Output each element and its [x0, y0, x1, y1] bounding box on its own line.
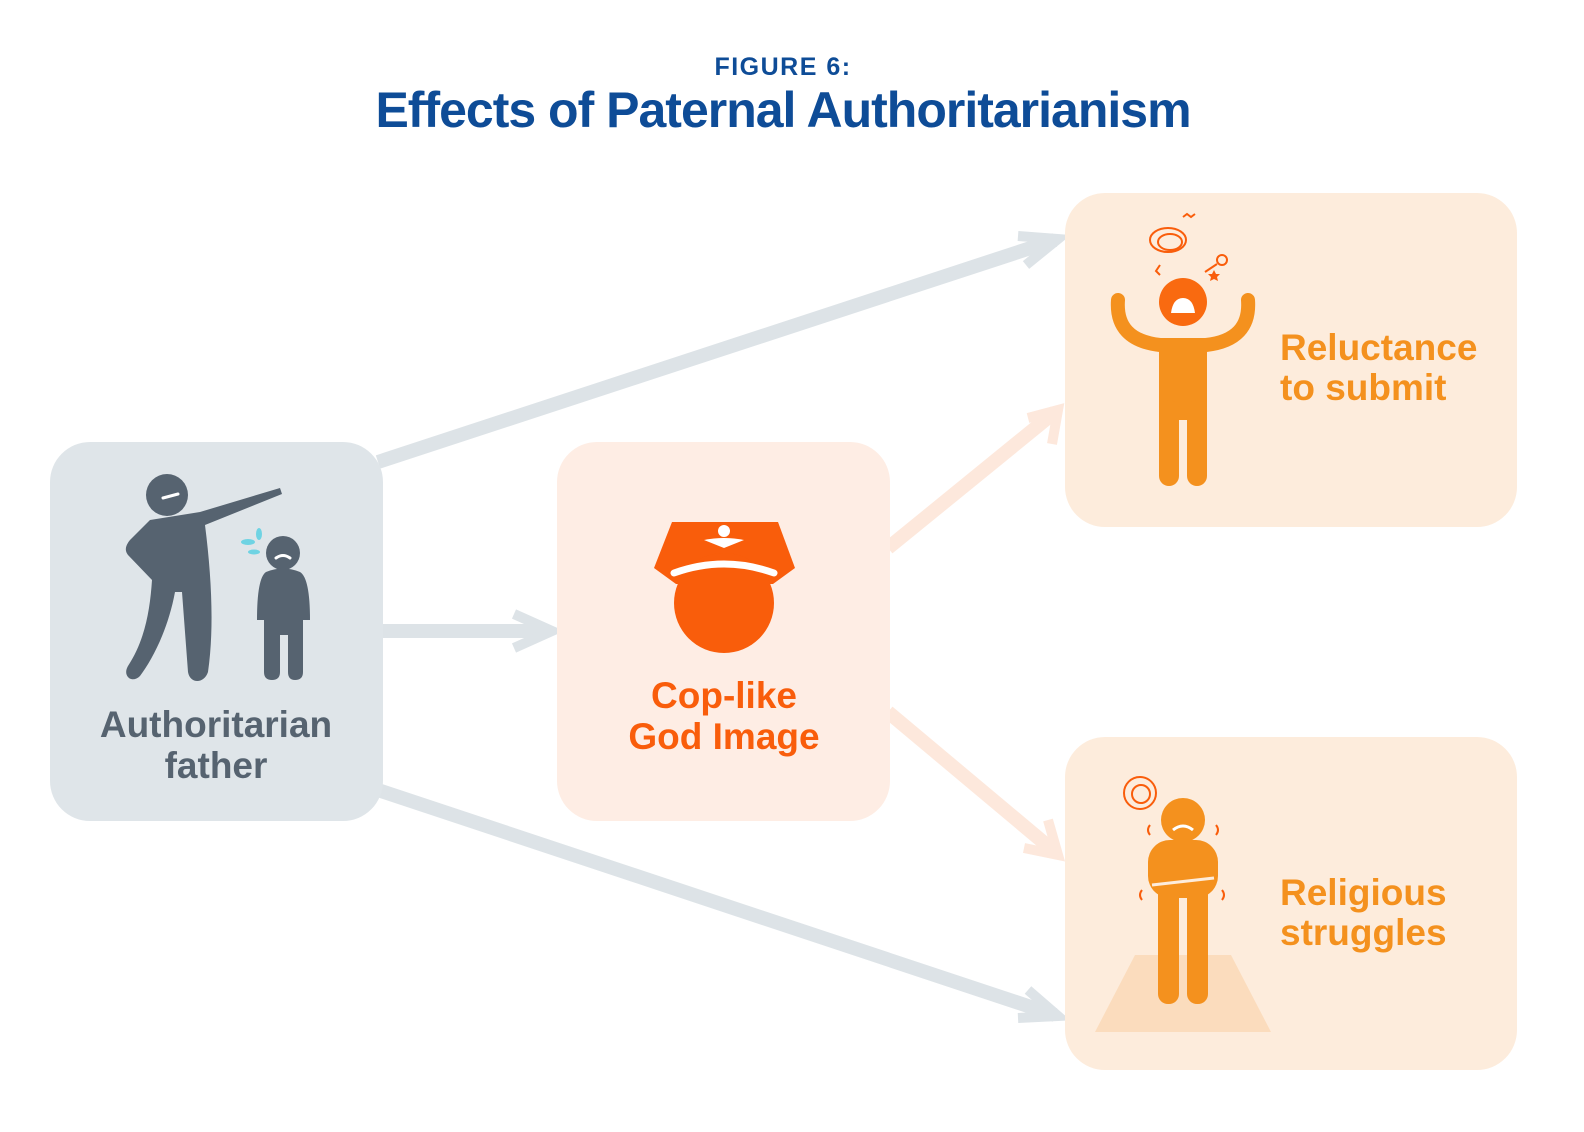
node-religious-struggles: Religious struggles [1065, 737, 1517, 1070]
node-cop-like-god-image: Cop-like God Image [557, 442, 890, 821]
sweat-drops-icon [241, 528, 262, 555]
arrow-god-to-struggles [883, 706, 1060, 858]
reluctance-label-line2: to submit [1280, 367, 1446, 408]
arrows-from-god-image [883, 403, 1066, 862]
father-child-icon [125, 474, 310, 681]
figure-label: FIGURE 6: [714, 53, 851, 81]
node-authoritarian-father: Authoritarian father [50, 442, 383, 821]
arrow-father-to-struggles [375, 783, 1058, 1022]
node-reluctance-to-submit: Reluctance to submit [1065, 193, 1517, 527]
father-label-line2: father [165, 745, 268, 786]
father-label-line1: Authoritarian [100, 704, 332, 745]
arrow-god-to-reluctance [883, 406, 1060, 554]
god-image-label-line1: Cop-like [651, 675, 797, 716]
struggles-label-line2: struggles [1280, 912, 1447, 953]
floor-shadow [1095, 955, 1271, 1032]
arrows-from-father [375, 231, 1071, 1023]
arrow-father-to-reluctance [375, 233, 1058, 469]
figure-title: Effects of Paternal Authoritarianism [375, 82, 1190, 138]
frustrated-person-icon [1110, 212, 1256, 486]
struggles-label-line1: Religious [1280, 872, 1447, 913]
god-image-label-line2: God Image [628, 716, 819, 757]
confused-person-icon [1123, 776, 1225, 1004]
reluctance-label-line1: Reluctance [1280, 327, 1477, 368]
